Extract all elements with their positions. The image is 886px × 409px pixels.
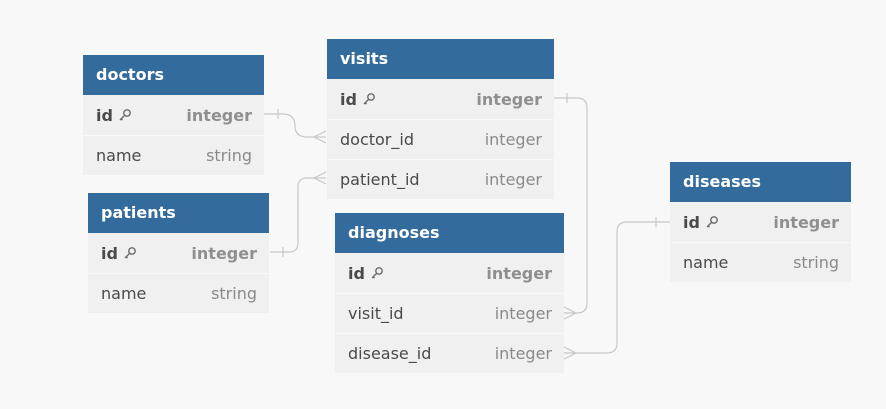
column-row[interactable]: visit_id integer <box>335 293 564 333</box>
column-name: doctor_id <box>340 130 414 149</box>
column-row[interactable]: id integer <box>83 95 264 135</box>
column-name: patient_id <box>340 170 420 189</box>
column-name: id <box>96 105 113 125</box>
column-name: disease_id <box>348 344 432 363</box>
column-row[interactable]: id integer <box>327 79 554 119</box>
table-header: doctors <box>83 55 264 95</box>
column-row[interactable]: name string <box>670 242 851 282</box>
table-header: patients <box>88 193 269 233</box>
column-row[interactable]: name string <box>83 135 264 175</box>
connector-doctors-visits <box>264 109 327 144</box>
key-icon <box>124 247 136 259</box>
table-doctors[interactable]: doctors id integer name string <box>83 55 264 175</box>
column-type: integer <box>484 130 542 149</box>
column-type: string <box>793 253 839 272</box>
column-row[interactable]: doctor_id integer <box>327 119 554 159</box>
column-type: integer <box>494 344 552 363</box>
column-type: integer <box>186 105 252 125</box>
column-row[interactable]: id integer <box>335 253 564 293</box>
column-name: visit_id <box>348 304 404 323</box>
connector-patients-visits <box>270 171 327 257</box>
column-row[interactable]: id integer <box>670 202 851 242</box>
column-name: name <box>683 253 729 272</box>
column-type: string <box>206 146 252 165</box>
column-name: id <box>340 89 357 109</box>
column-name: name <box>96 146 142 165</box>
table-visits[interactable]: visits id integer doctor_id integer pati… <box>327 39 554 199</box>
column-type: integer <box>191 243 257 263</box>
key-icon <box>119 109 131 121</box>
table-header: visits <box>327 39 554 79</box>
table-diagnoses[interactable]: diagnoses id integer visit_id integer di… <box>335 213 564 373</box>
column-name: name <box>101 284 147 303</box>
key-icon <box>371 267 383 279</box>
column-type: integer <box>484 170 542 189</box>
key-icon <box>363 93 375 105</box>
column-name: id <box>683 212 700 232</box>
column-type: integer <box>476 89 542 109</box>
column-type: integer <box>773 212 839 232</box>
connector-diseases-diagnoses <box>563 217 670 360</box>
column-row[interactable]: disease_id integer <box>335 333 564 373</box>
table-patients[interactable]: patients id integer name string <box>88 193 269 313</box>
column-name: id <box>101 243 118 263</box>
column-type: integer <box>486 263 552 283</box>
column-row[interactable]: patient_id integer <box>327 159 554 199</box>
column-name: id <box>348 263 365 283</box>
column-type: integer <box>494 304 552 323</box>
column-row[interactable]: id integer <box>88 233 269 273</box>
table-diseases[interactable]: diseases id integer name string <box>670 162 851 282</box>
column-row[interactable]: name string <box>88 273 269 313</box>
key-icon <box>706 216 718 228</box>
table-header: diseases <box>670 162 851 202</box>
table-header: diagnoses <box>335 213 564 253</box>
column-type: string <box>211 284 257 303</box>
